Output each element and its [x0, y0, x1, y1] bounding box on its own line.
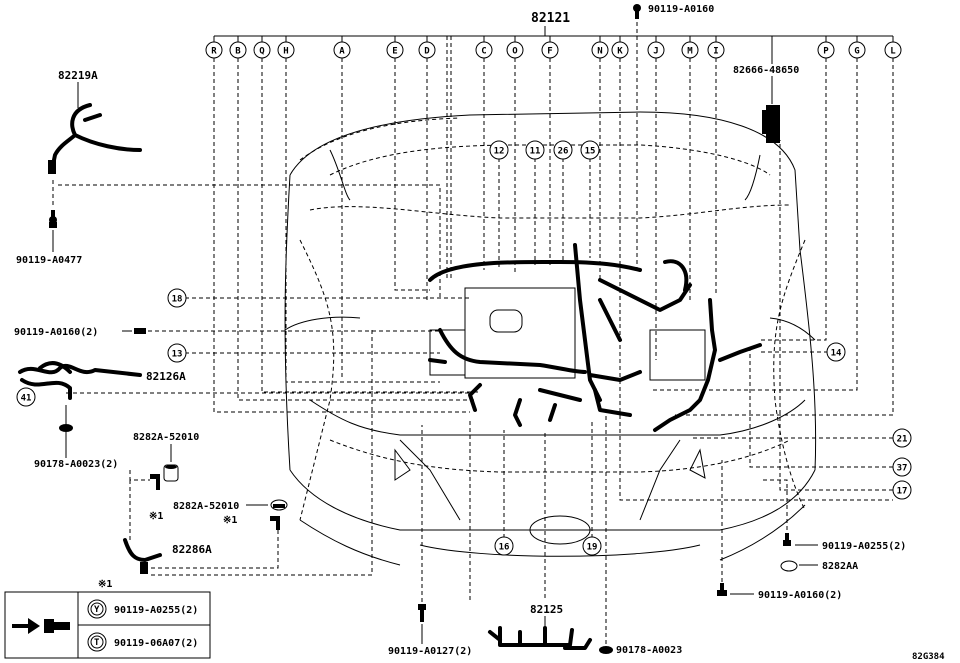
legend-box [4, 591, 211, 659]
harness-82125[interactable] [488, 626, 592, 650]
callout-letter-q[interactable]: Q [259, 47, 265, 57]
legend-part-t[interactable]: 90119-06A07(2) [114, 638, 198, 649]
bolt-note-1-lower[interactable] [270, 516, 280, 530]
callout-letter-b[interactable]: B [235, 47, 241, 57]
bolt-90119-A0127-2[interactable] [418, 604, 426, 622]
callout-circle-n11 [525, 140, 545, 160]
label-90119-A0127-2[interactable]: 90119-A0127(2) [388, 646, 472, 657]
callout-letter-l[interactable]: L [890, 47, 896, 57]
main-part-number[interactable]: 82121 [531, 11, 570, 26]
bolt-icon [44, 619, 70, 633]
callout-circle-n13 [167, 343, 187, 363]
bolt-90119-A0255-2[interactable] [783, 533, 791, 546]
label-8282A-52010-2[interactable]: 8282A-52010 [173, 501, 239, 512]
callout-circle-n19 [582, 536, 602, 556]
callout-number-n16[interactable]: 16 [499, 543, 510, 553]
connector-82666-48650[interactable] [762, 105, 780, 143]
label-82126A[interactable]: 82126A [146, 370, 186, 383]
callout-number-n37[interactable]: 37 [897, 464, 908, 474]
legend-part-y[interactable]: 90119-A0255(2) [114, 605, 198, 616]
label-82286A[interactable]: 82286A [172, 543, 212, 556]
top-callout-bar [214, 26, 893, 37]
drawing-code: 82G384 [912, 652, 945, 662]
callout-letter-a[interactable]: A [339, 47, 345, 57]
callout-number-n14[interactable]: 14 [831, 349, 842, 359]
bolt-note-1-upper[interactable] [150, 474, 160, 490]
callout-number-n41[interactable]: 41 [21, 394, 32, 404]
label-90119-A0477[interactable]: 90119-A0477 [16, 255, 82, 266]
leader-lines [58, 22, 894, 644]
callout-letter-r[interactable]: R [211, 47, 217, 57]
main-harness-82121[interactable] [428, 243, 762, 432]
harness-82126A[interactable] [18, 361, 142, 400]
label-8282A-52010-1[interactable]: 8282A-52010 [133, 432, 199, 443]
note-mark-lower: ※1 [223, 515, 237, 526]
callout-number-n21[interactable]: 21 [897, 435, 908, 445]
callout-letter-c[interactable]: C [481, 47, 486, 57]
harness-82286A[interactable] [123, 538, 162, 574]
bolt-90119-A0160-2-right[interactable] [717, 583, 727, 596]
callout-number-n18[interactable]: 18 [172, 295, 183, 305]
bolt-90119-A0477[interactable] [49, 210, 57, 228]
label-90178-A0023[interactable]: 90178-A0023 [616, 645, 682, 656]
label-90178-A0023-2[interactable]: 90178-A0023(2) [34, 459, 118, 470]
callout-letter-o[interactable]: O [512, 47, 518, 57]
clip-90178-A0023-2[interactable] [59, 424, 73, 432]
label-90119-A0160-2-right[interactable]: 90119-A0160(2) [758, 590, 842, 601]
legend-code-t: T [94, 638, 100, 648]
callout-circle-n14 [826, 342, 846, 362]
label-8282AA[interactable]: 8282AA [822, 561, 858, 572]
vehicle-body-outline [284, 111, 817, 566]
label-90119-A0160-2-left[interactable]: 90119-A0160(2) [14, 327, 98, 338]
callout-number-n11[interactable]: 11 [530, 147, 541, 157]
legend-code-y: Y [94, 605, 100, 615]
callout-number-n15[interactable]: 15 [585, 147, 596, 157]
number-callouts: 12 11 26 15 18 13 14 41 21 37 17 16 19 [16, 140, 912, 556]
bolt-90119-A0160-top[interactable] [633, 4, 641, 19]
note-mark-upper: ※1 [149, 511, 163, 522]
callout-letter-i[interactable]: I [713, 47, 718, 57]
callout-number-n26[interactable]: 26 [558, 147, 569, 157]
callout-letter-j[interactable]: J [653, 47, 658, 57]
callout-letter-f[interactable]: F [547, 47, 552, 57]
callout-circle-n15 [580, 140, 600, 160]
engine-block [429, 287, 706, 381]
label-90119-A0160-top[interactable]: 90119-A0160 [648, 4, 714, 15]
callout-letter-g[interactable]: G [854, 47, 859, 57]
clip-90178-A0023[interactable] [599, 646, 613, 654]
callout-circle-n17 [892, 480, 912, 500]
grommet-8282A-52010-1[interactable] [163, 464, 179, 482]
callout-number-n17[interactable]: 17 [897, 487, 908, 497]
callout-circle-n26 [553, 140, 573, 160]
callout-circle-n41 [16, 387, 36, 407]
callout-circle-n21 [892, 428, 912, 448]
callout-circle-n37 [892, 457, 912, 477]
callout-number-n13[interactable]: 13 [172, 350, 183, 360]
grommet-8282A-52010-2[interactable] [270, 499, 288, 511]
clip-8282AA[interactable] [780, 560, 798, 572]
label-90119-A0255-2[interactable]: 90119-A0255(2) [822, 541, 906, 552]
label-82125[interactable]: 82125 [530, 603, 563, 616]
harness-82219A[interactable] [48, 103, 142, 174]
callout-circle-n18 [167, 288, 187, 308]
arrow-icon [12, 618, 40, 634]
callout-letter-p[interactable]: P [823, 47, 829, 57]
callout-letter-h[interactable]: H [283, 47, 288, 57]
label-82219A[interactable]: 82219A [58, 69, 98, 82]
callout-letter-k[interactable]: K [617, 47, 623, 57]
callout-circle-n12 [489, 140, 509, 160]
legend-title: ※1 [98, 579, 112, 590]
label-82666-48650[interactable]: 82666-48650 [733, 65, 799, 76]
callout-letter-m[interactable]: M [687, 47, 693, 57]
callout-letter-d[interactable]: D [424, 47, 430, 57]
bolt-90119-A0160-2-left[interactable] [134, 328, 146, 334]
callout-number-n19[interactable]: 19 [587, 543, 598, 553]
callout-letter-e[interactable]: E [392, 47, 397, 57]
callout-number-n12[interactable]: 12 [494, 147, 505, 157]
callout-circle-n16 [494, 536, 514, 556]
callout-letter-n[interactable]: N [597, 47, 602, 57]
